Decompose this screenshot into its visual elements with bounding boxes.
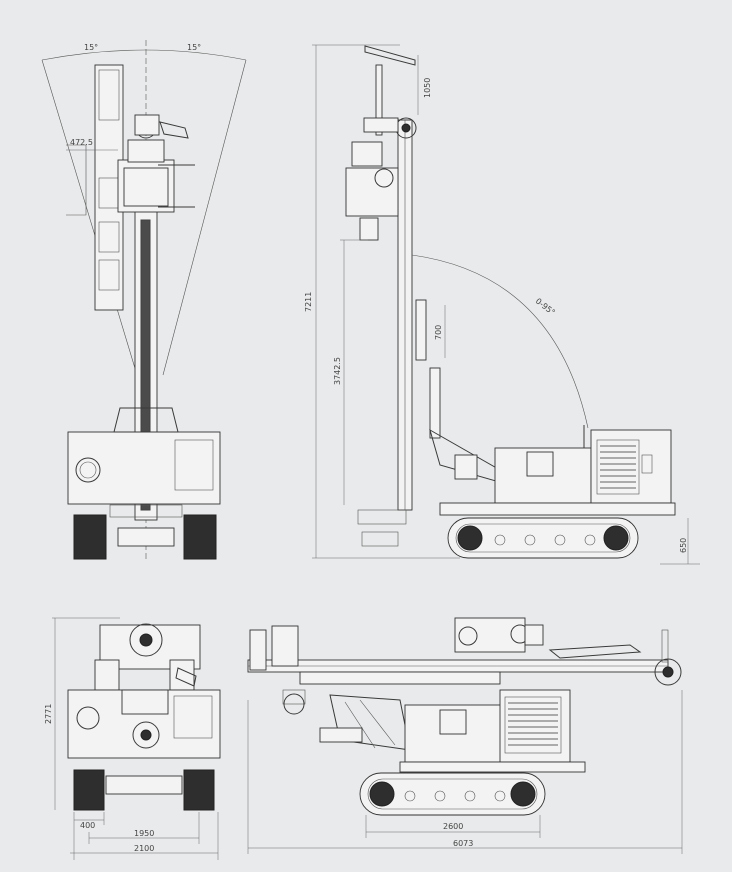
- side-view: 7211 1050 3742.5 700 0-95°: [304, 44, 700, 565]
- side-angle-dim: 0-95°: [534, 296, 557, 317]
- transport-view: 2600 6073: [247, 617, 683, 854]
- side-top-ext-dim: 1050: [423, 78, 432, 98]
- rear-width-dim: 2100: [134, 844, 154, 853]
- rear-height-dim: 2771: [44, 704, 53, 724]
- side-ground-dim: 650: [679, 538, 688, 553]
- front-angle-left: 15°: [84, 43, 98, 52]
- rear-track-width-dim: 400: [80, 821, 95, 830]
- rear-view: 2771 400 1950 2100: [44, 617, 221, 860]
- transport-length-dim: 6073: [453, 839, 473, 848]
- rear-gauge-dim: 1950: [134, 829, 154, 838]
- side-height-dim: 7211: [304, 292, 313, 312]
- side-stroke-dim: 3742.5: [333, 357, 342, 385]
- transport-engine-grille: [504, 696, 562, 754]
- front-view: 15° 15° 472.5: [41, 40, 247, 560]
- transport-track-length-dim: 2600: [443, 822, 463, 831]
- front-offset-dim: 472.5: [70, 138, 93, 147]
- front-angle-right: 15°: [187, 43, 201, 52]
- engine-grille: [596, 439, 640, 495]
- side-cyl-dim: 700: [434, 325, 443, 340]
